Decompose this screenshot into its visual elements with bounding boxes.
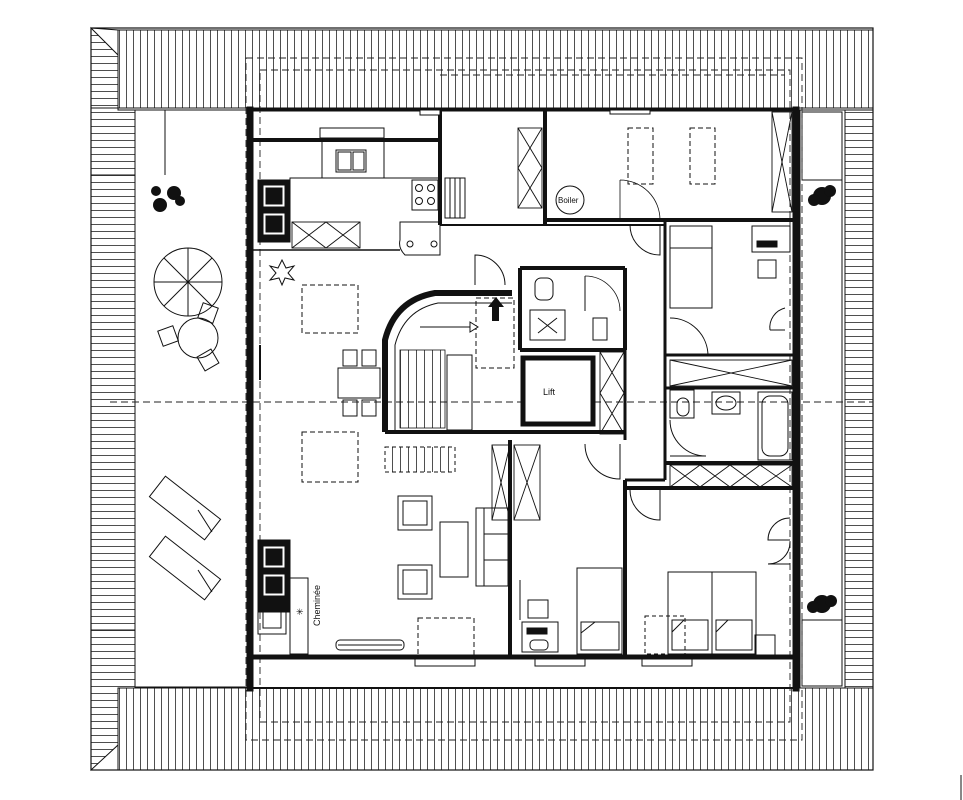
living-room bbox=[259, 254, 693, 667]
utility-room bbox=[444, 177, 466, 219]
boiler-label: Boiler bbox=[558, 196, 579, 205]
bathroom bbox=[669, 389, 793, 461]
staircase bbox=[382, 290, 515, 473]
plant-icon bbox=[808, 185, 836, 206]
lift: Lift bbox=[520, 355, 596, 427]
terrace-left bbox=[134, 109, 248, 688]
windows bbox=[319, 109, 651, 139]
dashed-guides bbox=[110, 57, 873, 741]
terrace-furniture bbox=[148, 247, 223, 601]
bedroom-top-right bbox=[629, 224, 791, 357]
cupboards bbox=[291, 111, 793, 521]
exterior-walls bbox=[246, 106, 800, 692]
fireplace-label: Cheminée bbox=[312, 585, 322, 626]
kitchen bbox=[257, 127, 441, 256]
terrace-right bbox=[799, 109, 846, 689]
lift-label: Lift bbox=[543, 387, 556, 397]
boiler-room: Boiler bbox=[555, 127, 716, 221]
plant-icon bbox=[807, 595, 837, 613]
bedroom-bottom-right bbox=[629, 489, 791, 656]
plant-icon bbox=[268, 258, 296, 287]
svg-text:✳: ✳ bbox=[296, 607, 304, 617]
bedroom-bottom-middle bbox=[519, 443, 623, 655]
plant-icon bbox=[151, 186, 185, 212]
wc-core bbox=[529, 275, 621, 341]
roof-top bbox=[90, 27, 874, 109]
fireplace: Cheminée ✳ bbox=[257, 539, 322, 655]
plant-icons bbox=[151, 185, 837, 613]
roof-bottom bbox=[117, 687, 874, 771]
roof-right bbox=[844, 109, 874, 689]
